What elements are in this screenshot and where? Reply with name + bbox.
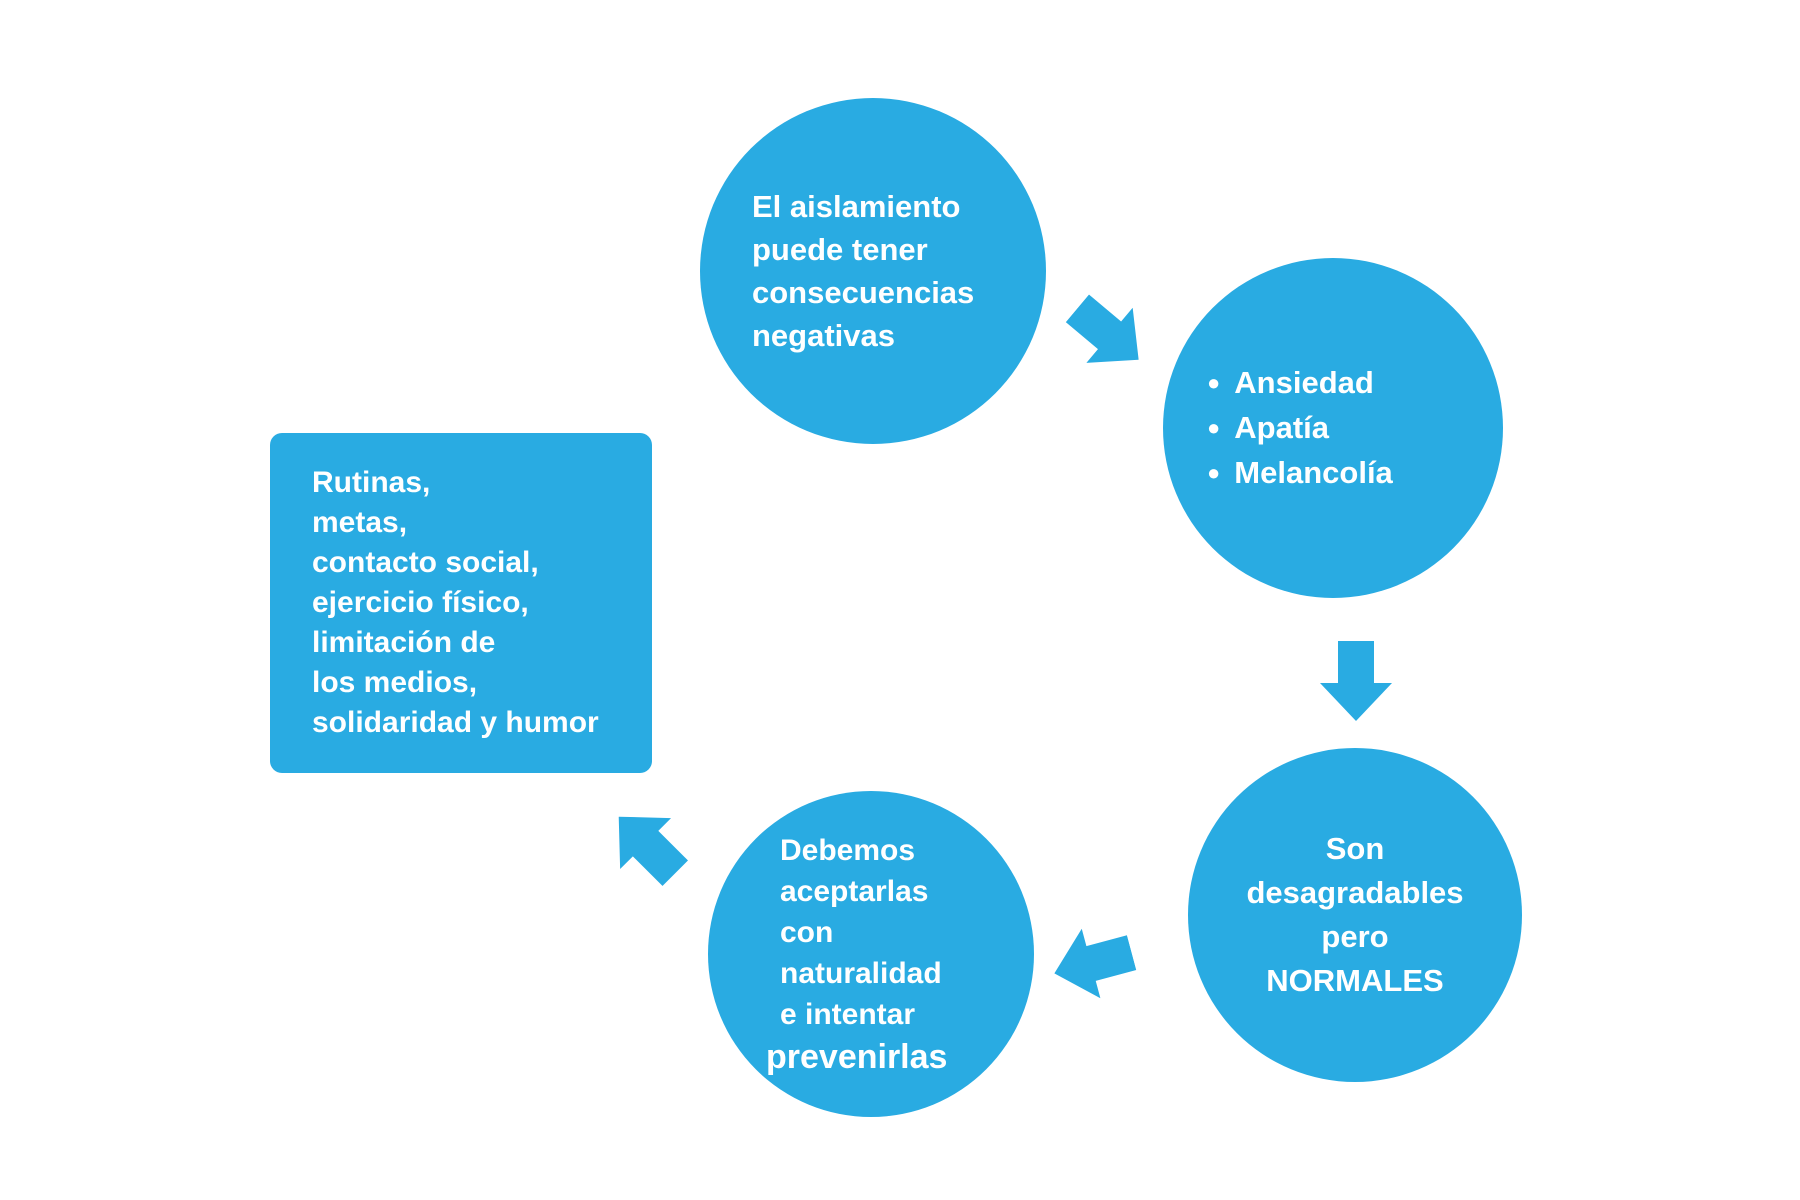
bullet-icon: ●	[1207, 415, 1221, 440]
node-strategies-line: limitación de	[312, 626, 496, 659]
arrow-down-icon	[1320, 641, 1392, 721]
node-normales: Son desagradables pero NORMALES	[1188, 748, 1522, 1082]
list-item: ● Ansiedad	[1207, 361, 1503, 406]
arrow-down-right-icon	[1054, 281, 1162, 388]
node-normales-line: desagradables	[1246, 875, 1464, 910]
node-strategies-line: ejercicio físico,	[312, 586, 529, 619]
node-symptoms: ● Ansiedad ● Apatía ● Melancolía	[1163, 258, 1503, 598]
node-isolation-line: negativas	[752, 318, 896, 353]
node-strategies-line: solidaridad y humor	[312, 706, 599, 739]
bullet-icon: ●	[1207, 460, 1221, 485]
symptom-label: Ansiedad	[1234, 365, 1374, 400]
node-isolation: El aislamiento puede tener consecuencias…	[700, 98, 1046, 444]
node-normales-line: NORMALES	[1266, 963, 1444, 998]
node-strategies-line: los medios,	[312, 666, 478, 699]
list-item: ● Melancolía	[1207, 451, 1503, 496]
node-normales-line: Son	[1325, 831, 1385, 866]
node-accept-line: aceptarlas	[780, 874, 929, 908]
arrow-up-left-icon	[593, 791, 700, 898]
node-strategies-line: Rutinas,	[312, 466, 431, 499]
list-item: ● Apatía	[1207, 406, 1503, 451]
node-accept-line: e intentar	[780, 997, 916, 1031]
bullet-icon: ●	[1207, 370, 1221, 395]
node-accept-line: con	[780, 915, 834, 949]
symptom-label: Apatía	[1234, 410, 1330, 445]
node-accept: Debemos aceptarlas con naturalidad e int…	[708, 791, 1034, 1117]
node-normales-line: pero	[1321, 919, 1389, 954]
node-accept-line: naturalidad	[780, 956, 942, 990]
arrow-left-icon	[1045, 918, 1141, 1008]
node-strategies-line: metas,	[312, 506, 408, 539]
node-accept-emphasis-line: prevenirlas	[766, 1037, 948, 1076]
node-strategies: Rutinas, metas, contacto social, ejercic…	[270, 433, 652, 773]
node-accept-line: Debemos	[780, 833, 916, 867]
node-isolation-line: puede tener	[752, 232, 928, 267]
symptom-label: Melancolía	[1234, 455, 1393, 490]
node-isolation-line: El aislamiento	[752, 189, 961, 224]
node-isolation-line: consecuencias	[752, 275, 975, 310]
node-strategies-line: contacto social,	[312, 546, 539, 579]
